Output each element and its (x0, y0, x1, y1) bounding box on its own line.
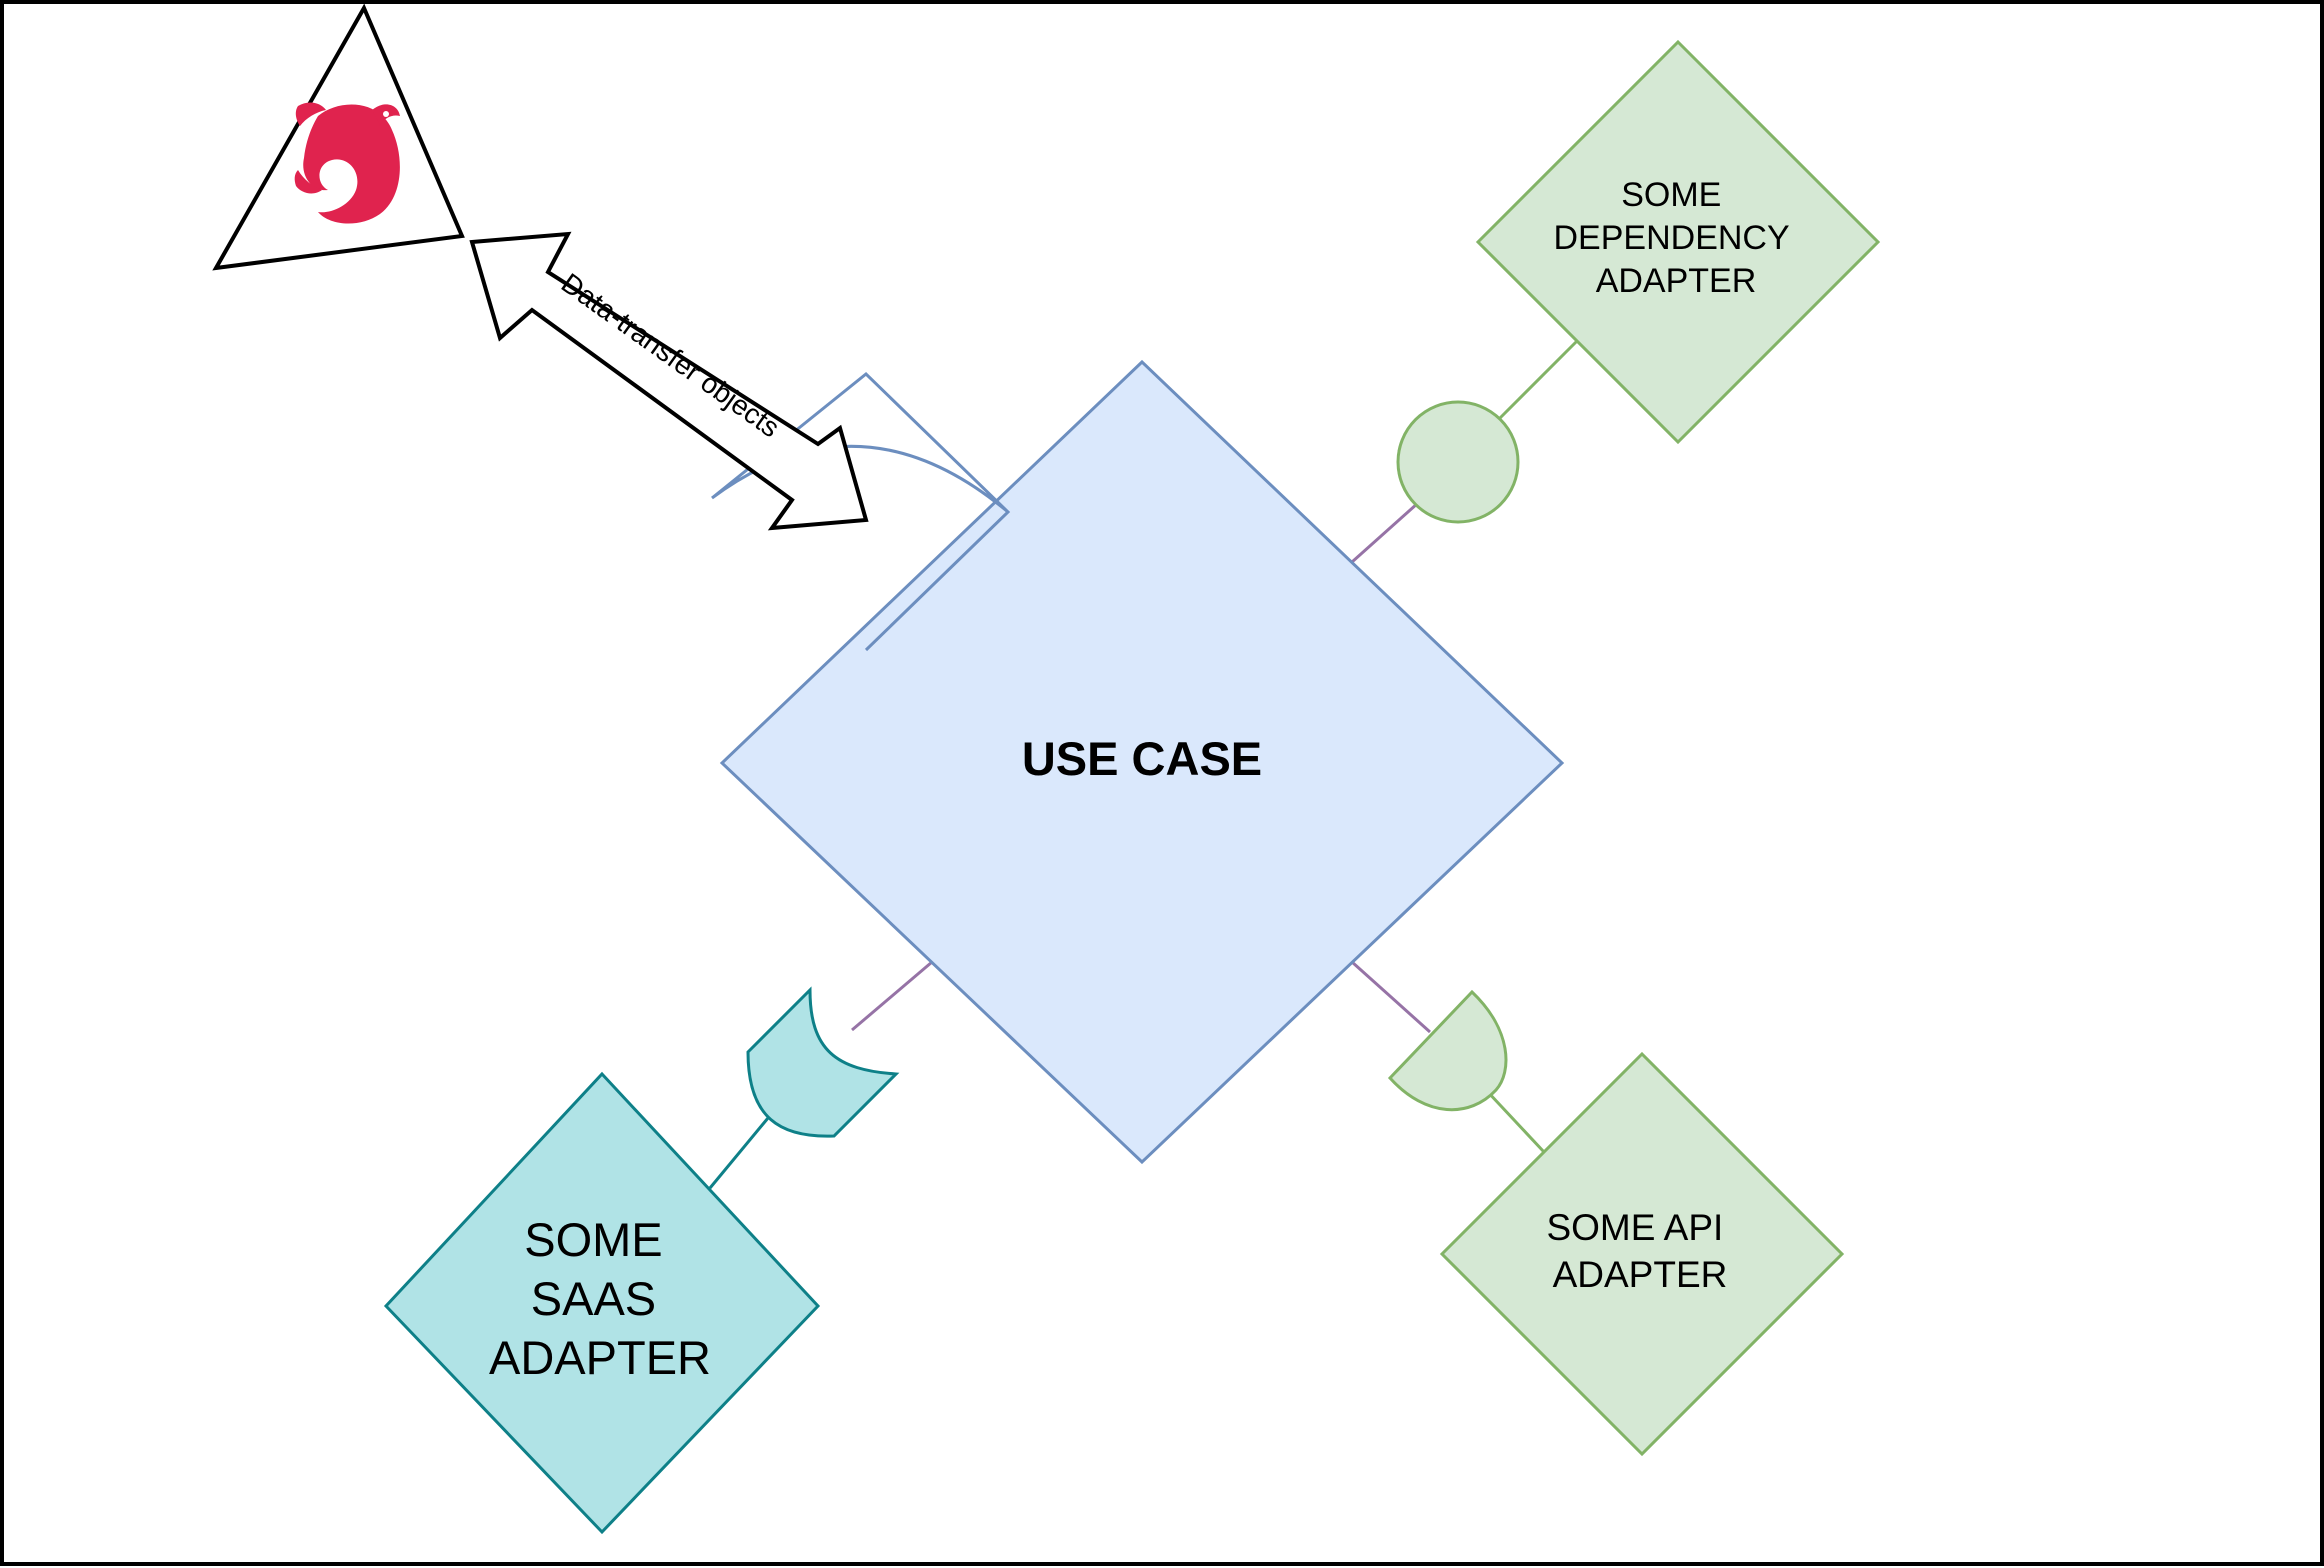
dependency-adapter-label-line-2: DEPENDENCY (1554, 219, 1790, 257)
api-port-semicircle[interactable] (1387, 989, 1508, 1112)
api-adapter-label: SOME API ADAPTER (1546, 1207, 1733, 1295)
nestjs-logo-icon (294, 102, 400, 224)
dependency-port-circle[interactable] (1396, 400, 1520, 524)
saas-port-socket[interactable] (746, 986, 900, 1138)
saas-adapter-label-line-1: SOME (524, 1213, 662, 1266)
connector-usecase-to-dependency-port (1351, 501, 1419, 564)
connector-api-port-to-adapter (1484, 1088, 1546, 1154)
connector-usecase-to-saas-port (851, 960, 933, 1032)
api-adapter-label-line-1: SOME API (1546, 1207, 1723, 1248)
dependency-adapter-node[interactable] (1475, 39, 1881, 445)
connector-saas-port-to-adapter (708, 1117, 770, 1189)
dependency-adapter-label-line-3: ADAPTER (1596, 262, 1757, 300)
saas-adapter-label-line-2: SAAS (531, 1272, 656, 1325)
dto-double-arrow[interactable] (469, 231, 869, 531)
saas-adapter-node[interactable] (383, 1071, 821, 1535)
connector-dependency-port-to-adapter (1496, 338, 1580, 422)
use-case-label: USE CASE (1022, 732, 1262, 785)
connector-usecase-to-api-port (1350, 960, 1432, 1034)
dependency-adapter-label-line-1: SOME (1621, 176, 1721, 214)
api-adapter-node[interactable] (1439, 1051, 1845, 1457)
use-case-node[interactable] (719, 359, 1565, 1165)
saas-adapter-label-line-3: ADAPTER (489, 1331, 711, 1384)
dependency-adapter-label: SOME DEPENDENCY ADAPTER (1554, 176, 1799, 300)
api-adapter-label-line-2: ADAPTER (1553, 1254, 1728, 1295)
saas-adapter-label: SOME SAAS ADAPTER (489, 1213, 711, 1384)
